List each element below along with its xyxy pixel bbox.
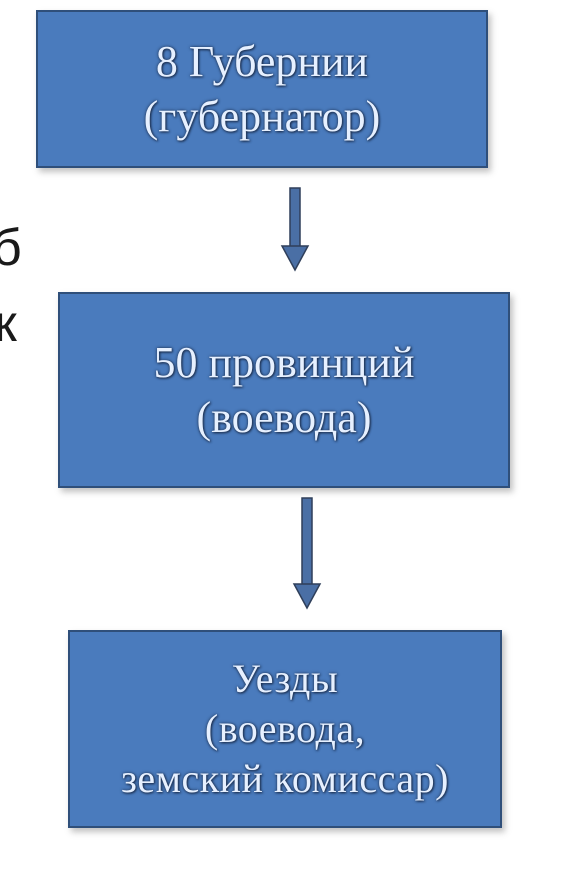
provinces-title: 50 провинций: [153, 338, 415, 387]
uezdy-official-2: земский комиссар): [121, 756, 449, 801]
gubernii-title: 8 Губернии: [155, 37, 369, 86]
uezdy-official-1: (воевода,: [204, 706, 366, 751]
arrow-down-1: [280, 187, 310, 272]
cropped-side-text-2: к: [0, 295, 17, 353]
arrow-down-2: [292, 497, 322, 610]
uezdy-box: Уезды (воевода, земский комиссар): [68, 630, 502, 828]
gubernii-box: 8 Губернии (губернатор): [36, 10, 488, 168]
provinces-official: (воевода): [196, 393, 372, 442]
cropped-side-text-1: б: [0, 219, 22, 277]
uezdy-title: Уезды: [231, 656, 339, 701]
provinces-box: 50 провинций (воевода): [58, 292, 510, 488]
gubernii-official: (губернатор): [143, 92, 381, 141]
